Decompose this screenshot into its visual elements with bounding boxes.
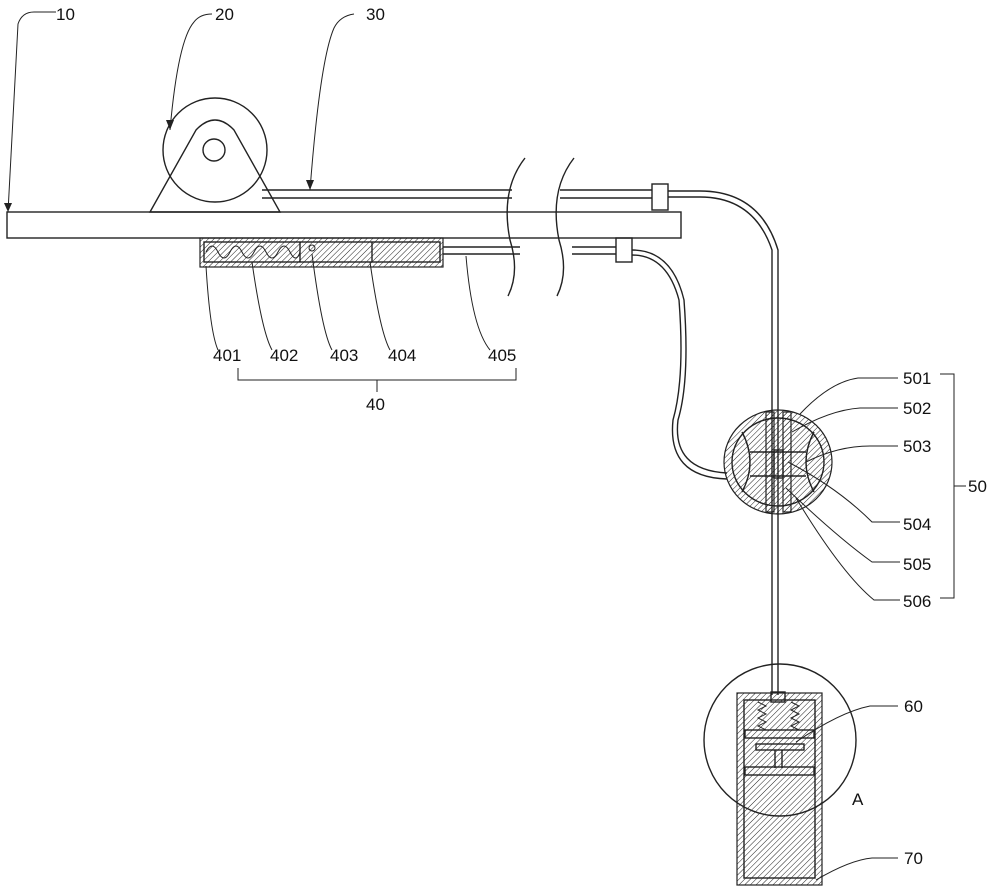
label-40: 40	[366, 395, 385, 414]
label-20: 20	[215, 5, 234, 24]
label-504: 504	[903, 515, 931, 534]
label-402: 402	[270, 346, 298, 365]
label-505: 505	[903, 555, 931, 574]
label-10: 10	[56, 5, 75, 24]
label-401: 401	[213, 346, 241, 365]
label-503: 503	[903, 437, 931, 456]
label-404: 404	[388, 346, 416, 365]
cable-main	[668, 190, 779, 695]
lower-box	[736, 691, 823, 886]
cable-secondary	[631, 249, 728, 474]
label-30: 30	[366, 5, 385, 24]
pulley-assembly	[148, 97, 282, 213]
label-70: 70	[904, 849, 923, 868]
label-a: A	[852, 790, 864, 809]
label-502: 502	[903, 399, 931, 418]
label-403: 403	[330, 346, 358, 365]
detail-circle-a	[703, 663, 857, 817]
break-mark	[555, 157, 575, 297]
label-60: 60	[904, 697, 923, 716]
rail	[262, 189, 652, 199]
break-mark	[506, 157, 526, 297]
base-plate	[6, 211, 682, 239]
cable-main-inner	[668, 196, 773, 695]
label-405: 405	[488, 346, 516, 365]
clamp-lower	[615, 237, 633, 263]
label-506: 506	[903, 592, 931, 611]
cable-secondary-inner	[631, 254, 728, 480]
label-501: 501	[903, 369, 931, 388]
clamp-upper	[651, 183, 669, 211]
spring-housing	[199, 237, 444, 268]
sphere-unit	[723, 409, 833, 515]
label-50: 50	[968, 477, 987, 496]
